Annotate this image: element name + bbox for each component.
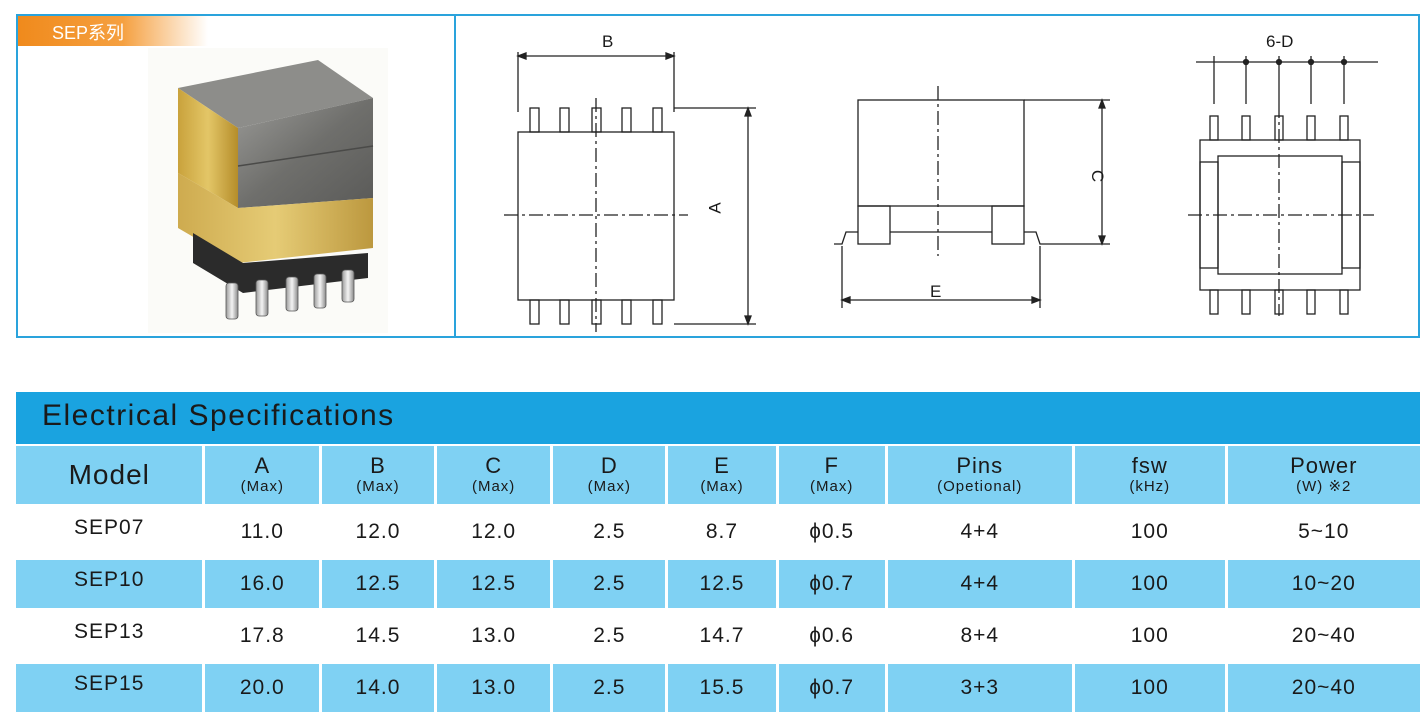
cell-model: SEP10 [16, 560, 203, 608]
bottom-view-drawing [1188, 56, 1378, 316]
dim-label-d: 6-D [1266, 32, 1294, 51]
cell-pins: 8+4 [960, 624, 1000, 647]
table-row: SEP10 16.0 12.5 12.5 2.5 12.5 ɸ0.7 4+4 1… [16, 560, 1420, 608]
header-b: B (Max) [322, 446, 434, 504]
series-tag: SEP系列 [18, 16, 208, 46]
header-pins: Pins (Opetional) [887, 446, 1072, 504]
cell-f: ɸ0.6 [809, 624, 855, 647]
header-model: Model [16, 446, 203, 504]
cell-d: 2.5 [553, 664, 666, 712]
header-a: A (Max) [205, 446, 320, 504]
cell-d: 2.5 [593, 520, 626, 543]
cell-b: 14.5 [355, 624, 401, 647]
table-row: SEP07 11.0 12.0 12.0 2.5 8.7 ɸ0.5 4+4 10… [16, 508, 1420, 556]
header-c: C (Max) [436, 446, 551, 504]
cell-e: 15.5 [668, 664, 776, 712]
cell-f: ɸ0.7 [778, 664, 885, 712]
cell-model: SEP15 [16, 664, 203, 712]
dim-label-e: E [930, 282, 942, 301]
table-header-row: Model A (Max) B (Max) C (Max) D (Max) E … [16, 446, 1420, 504]
cell-pins: 4+4 [960, 520, 1000, 543]
cell-b: 14.0 [322, 664, 434, 712]
frame-divider [454, 16, 456, 336]
dim-label-b: B [602, 32, 614, 51]
header-f: F (Max) [778, 446, 885, 504]
cell-e: 14.7 [699, 624, 745, 647]
cell-b: 12.0 [355, 520, 401, 543]
cell-e: 12.5 [668, 560, 776, 608]
table-row: SEP13 17.8 14.5 13.0 2.5 14.7 ɸ0.6 8+4 1… [16, 612, 1420, 660]
cell-f: ɸ0.7 [778, 560, 885, 608]
cell-fsw: 100 [1074, 560, 1225, 608]
cell-b: 12.5 [322, 560, 434, 608]
cell-pins: 4+4 [887, 560, 1072, 608]
cell-power: 20~40 [1227, 664, 1420, 712]
cell-c: 13.0 [436, 664, 551, 712]
cell-a: 11.0 [240, 520, 284, 543]
table-title: Electrical Specifications [16, 392, 1420, 444]
cell-c: 13.0 [471, 624, 517, 647]
cell-model: SEP13 [74, 620, 145, 643]
cell-power: 10~20 [1227, 560, 1420, 608]
cell-fsw: 100 [1074, 664, 1225, 712]
transformer-photo [148, 48, 388, 333]
drawing-frame: SEP系列 [16, 14, 1420, 338]
header-e: E (Max) [668, 446, 776, 504]
cell-a: 17.8 [239, 624, 285, 647]
cell-pins: 3+3 [887, 664, 1072, 712]
table-row: SEP15 20.0 14.0 13.0 2.5 15.5 ɸ0.7 3+3 1… [16, 664, 1420, 712]
header-d: D (Max) [553, 446, 666, 504]
cell-c: 12.5 [436, 560, 551, 608]
side-view-drawing [834, 86, 1110, 308]
cell-power: 5~10 [1298, 520, 1350, 543]
cell-e: 8.7 [705, 520, 739, 543]
dim-label-c: C [1088, 169, 1108, 183]
top-view-drawing [504, 52, 756, 332]
cell-a: 20.0 [205, 664, 320, 712]
cell-d: 2.5 [553, 560, 666, 608]
cell-fsw: 100 [1130, 624, 1169, 647]
cell-power: 20~40 [1291, 624, 1356, 647]
cell-model: SEP07 [74, 516, 145, 539]
header-power: Power (W) ※2 [1227, 446, 1420, 504]
cell-f: ɸ0.5 [809, 520, 855, 543]
cell-fsw: 100 [1130, 520, 1169, 543]
cell-a: 16.0 [205, 560, 320, 608]
cell-c: 12.0 [471, 520, 517, 543]
dim-label-a: A [705, 202, 725, 214]
header-fsw: fsw (kHz) [1074, 446, 1225, 504]
electrical-spec-table: Electrical Specifications Model A (Max) … [16, 392, 1420, 712]
cell-d: 2.5 [593, 624, 626, 647]
